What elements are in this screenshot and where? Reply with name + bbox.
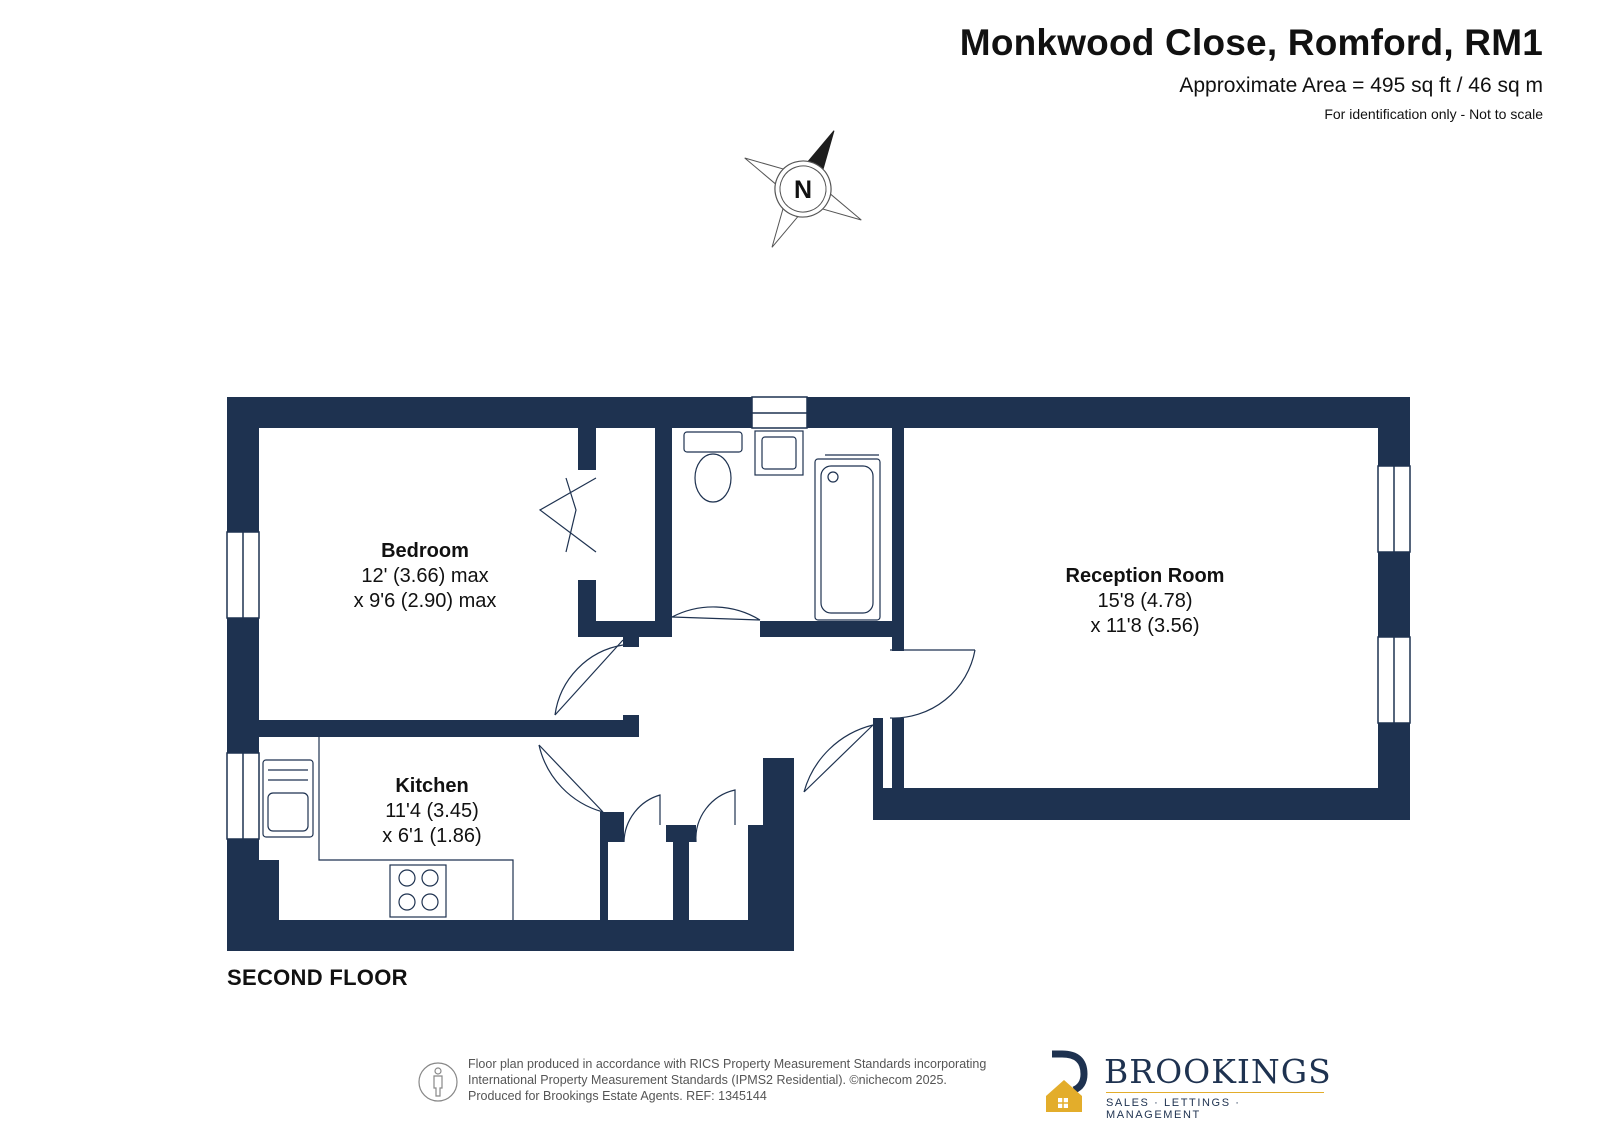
identification-note: For identification only - Not to scale [1324, 106, 1543, 122]
footer-note: Floor plan produced in accordance with R… [468, 1057, 987, 1103]
approximate-area: Approximate Area = 495 sq ft / 46 sq m [1179, 74, 1543, 97]
room-label-reception: Reception Room 15'8 (4.78) x 11'8 (3.56) [1065, 565, 1225, 637]
brand-name: BROOKINGS [1104, 1052, 1332, 1091]
property-title: Monkwood Close, Romford, RM1 [959, 22, 1543, 63]
compass-letter: N [794, 176, 812, 204]
brand-divider [1106, 1092, 1324, 1093]
room-label-bedroom: Bedroom 12' (3.66) max x 9'6 (2.90) max [353, 540, 497, 612]
worktop [318, 737, 514, 920]
brand-logo: BROOKINGS SALES · LETTINGS · MANAGEMENT [1042, 1050, 1331, 1121]
doors [538, 477, 976, 843]
compass-icon: N [744, 130, 862, 248]
toilet [683, 431, 743, 453]
person-measure-icon [418, 1062, 458, 1102]
hob [389, 864, 447, 918]
fixtures [262, 430, 881, 920]
house-logo-icon [1046, 1050, 1088, 1112]
header: Monkwood Close, Romford, RM1 Approximate… [960, 22, 1543, 122]
room-label-kitchen: Kitchen 11'4 (3.45) x 6'1 (1.86) [382, 775, 482, 847]
floor-label: SECOND FLOOR [227, 965, 408, 990]
windows [226, 396, 1411, 840]
brand-tagline: SALES · LETTINGS · MANAGEMENT [1106, 1097, 1241, 1121]
